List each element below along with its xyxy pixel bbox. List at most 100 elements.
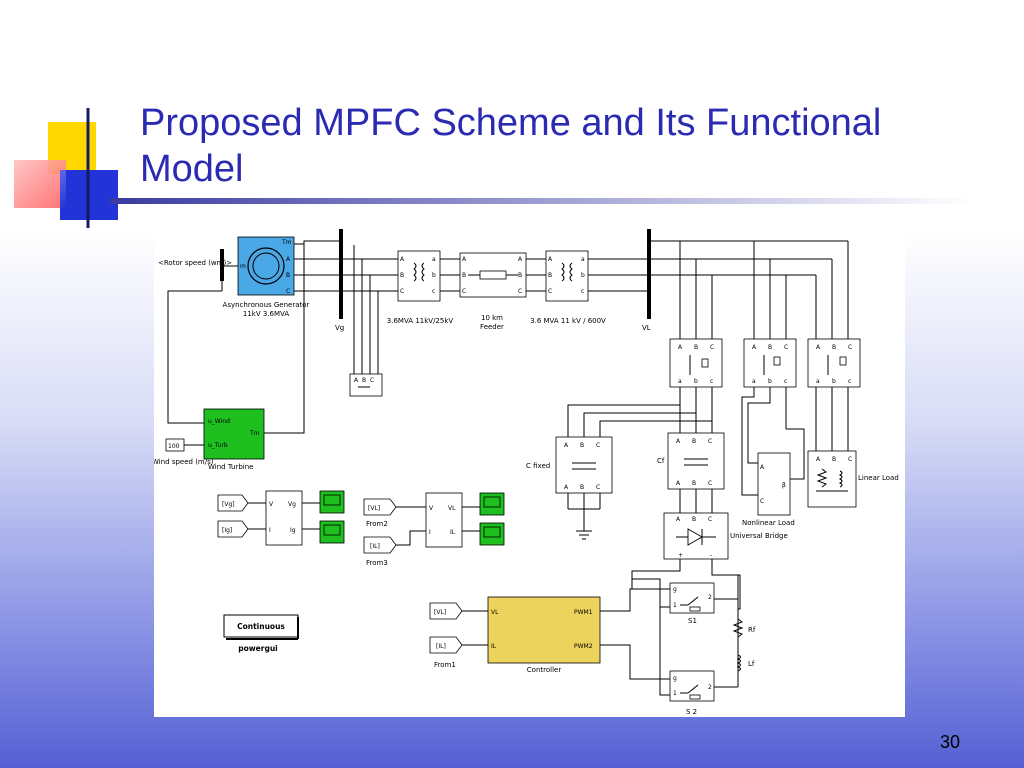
simulink-diagram: Tm m A B C Asynchronous Generator 11kV 3…: [154, 219, 905, 717]
ll-pin-a: A: [816, 456, 821, 463]
feeder-pin-a: A: [462, 256, 467, 263]
t2-pin-a-low: a: [581, 256, 585, 263]
cf-pin-a2: A: [676, 480, 681, 487]
feeder-pin-b: B: [462, 272, 466, 279]
t2-pin-a: A: [548, 256, 553, 263]
ub-pin-a: A: [676, 516, 681, 523]
linear-load-block[interactable]: A B C: [807, 450, 857, 508]
from3-il-tag[interactable]: [IL]: [363, 536, 397, 554]
switch-s1-label: S1: [688, 617, 697, 625]
vg-load-block[interactable]: A B C: [349, 373, 383, 397]
lf-label: Lf: [748, 660, 755, 668]
lm-out-vl: VL: [448, 505, 456, 512]
motor-inner-icon: [252, 252, 280, 280]
load-measurement-block[interactable]: V I VL IL: [425, 492, 463, 548]
ctrl-in-il: IL: [491, 643, 497, 650]
m2-pin-a-low: a: [752, 378, 756, 385]
ub-pin-plus: +: [678, 552, 683, 559]
feeder-pin-c: C: [462, 288, 466, 295]
s1-pin-2: 2: [708, 594, 712, 601]
t2-pin-c-low: c: [581, 288, 584, 295]
nl-port-beta: β: [782, 482, 786, 489]
decorative-squares-logo: [14, 108, 118, 228]
feeder-pin-c-out: C: [518, 288, 522, 295]
lm-in-i: I: [429, 529, 431, 536]
capacitor-fixed-block[interactable]: A B C A B C: [555, 436, 613, 494]
bus-vl-label: VL: [642, 324, 651, 332]
from-vl-controller-tag[interactable]: [VL]: [429, 602, 463, 620]
from-vg-tag[interactable]: [Vg]: [217, 494, 249, 512]
cfix-pin-a: A: [564, 442, 569, 449]
transformer-1-block[interactable]: A B C a b c: [397, 250, 441, 302]
nl-port-c: C: [760, 498, 764, 505]
vg-tag-text: [Vg]: [222, 501, 235, 508]
measurement-block-1[interactable]: A B C a b c: [669, 338, 723, 388]
m1-pin-b: B: [694, 344, 698, 351]
page-number: 30: [940, 732, 961, 752]
from1-label: From1: [434, 661, 456, 669]
feeder-pin-a-out: A: [518, 256, 523, 263]
switch-s1-block[interactable]: g 1 2: [669, 582, 715, 614]
m3-pin-c-low: c: [848, 378, 851, 385]
s2-pin-g: g: [673, 675, 677, 682]
title-underline: [110, 198, 972, 204]
from-ig-tag[interactable]: [Ig]: [217, 520, 249, 538]
from1-il-controller-tag[interactable]: [IL]: [429, 636, 463, 654]
feeder-pin-b-out: B: [518, 272, 522, 279]
ll-pin-b: B: [832, 456, 836, 463]
m2-pin-c: C: [784, 344, 788, 351]
feeder-label: Feeder: [480, 323, 504, 331]
gen-port-tm: Tm: [281, 239, 292, 246]
linear-load-label: Linear Load: [858, 474, 899, 482]
capacitor-cf-block[interactable]: A B C A B C: [667, 432, 725, 490]
powergui-block[interactable]: Continuous: [223, 614, 299, 640]
transformer-2-block[interactable]: A B C a b c: [545, 250, 589, 302]
m2-pin-a: A: [752, 344, 757, 351]
m1-pin-b-low: b: [694, 378, 698, 385]
s2-pin-2: 2: [708, 684, 712, 691]
resistor-rf-icon: [732, 618, 744, 638]
wind-speed-constant[interactable]: 100: [165, 438, 185, 452]
gen-measurement-block[interactable]: V I Vg Ig: [265, 490, 303, 546]
m1-pin-c-low: c: [710, 378, 713, 385]
switch-s2-block[interactable]: g 1 2: [669, 670, 715, 702]
cfix-pin-b: B: [580, 442, 584, 449]
powergui-mode: Continuous: [237, 622, 285, 631]
nonlinear-load-label: Nonlinear Load: [742, 519, 795, 527]
nonlinear-load-block[interactable]: A β C: [757, 452, 791, 516]
m1-pin-c: C: [710, 344, 714, 351]
ctrl-vl-tag-text: [VL]: [434, 609, 446, 616]
wind-turbine-block[interactable]: u_Wind u_Turb Tm: [203, 408, 265, 460]
m2-pin-b: B: [768, 344, 772, 351]
motor-icon: [247, 247, 285, 285]
wind-speed-value: 100: [168, 443, 180, 450]
cf-pin-b: B: [692, 438, 696, 445]
measurement-block-3[interactable]: A B C a b c: [807, 338, 861, 388]
from2-vl-tag[interactable]: [VL]: [363, 498, 397, 516]
ctrl-in-vl: VL: [491, 609, 499, 616]
inductor-lf-icon: [736, 654, 741, 672]
gen-port-a: A: [286, 256, 291, 263]
measurement-block-2[interactable]: A B C a b c: [743, 338, 797, 388]
asynchronous-generator-block[interactable]: Tm m A B C: [237, 236, 295, 296]
controller-block[interactable]: VL IL PWM1 PWM2: [487, 596, 601, 664]
ctrl-il-tag-text: [IL]: [436, 643, 446, 650]
gm-out-ig: Ig: [290, 527, 296, 534]
t1-pin-c-low: c: [432, 288, 435, 295]
gen-port-c: C: [286, 288, 290, 295]
cap-fixed-label: C fixed: [526, 462, 550, 470]
s1-pin-1: 1: [673, 602, 677, 609]
cfix-pin-c2: C: [596, 484, 600, 491]
il-tag-text: [IL]: [370, 543, 380, 550]
powergui-label: powergui: [238, 644, 278, 653]
ub-pin-minus: -: [710, 552, 712, 559]
m3-pin-a-low: a: [816, 378, 820, 385]
bus-vg-label: Vg: [335, 324, 344, 332]
t1-pin-c: C: [400, 288, 404, 295]
universal-bridge-block[interactable]: A B C + -: [663, 512, 729, 560]
rotor-speed-label: <Rotor speed (wm)>: [158, 259, 232, 267]
feeder-block[interactable]: A B C A B C: [459, 252, 527, 298]
controller-label: Controller: [527, 666, 562, 674]
switch-s2-label: S 2: [686, 708, 697, 716]
lm-in-v: V: [429, 505, 434, 512]
